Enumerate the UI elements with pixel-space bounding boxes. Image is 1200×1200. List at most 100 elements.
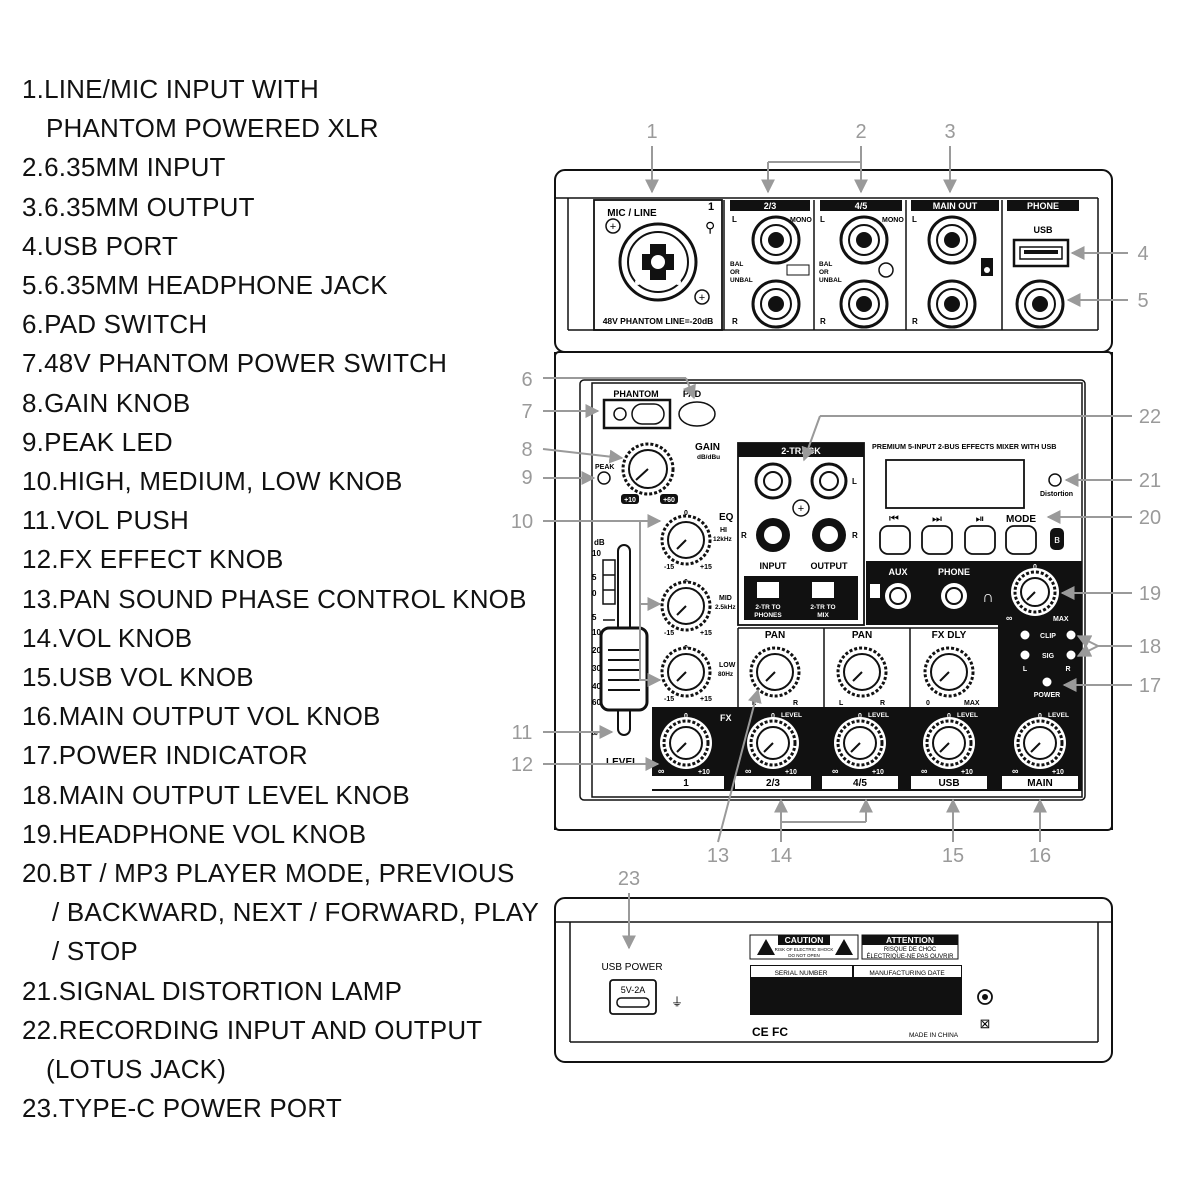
legend-item: 22.RECORDING INPUT AND OUTPUT xyxy=(22,1014,483,1045)
level-max-label: +10 xyxy=(1052,769,1064,776)
callout-11: 11 xyxy=(512,722,533,744)
previous-button[interactable] xyxy=(879,525,911,555)
svg-text:ʙ: ʙ xyxy=(1054,534,1060,546)
level-label: LEVEL xyxy=(868,712,889,719)
fx-level-knob xyxy=(660,717,712,769)
weee-icon: ⊠ xyxy=(980,1016,991,1031)
eq-max-label: +15 xyxy=(700,696,712,703)
vol-45-knob xyxy=(834,717,886,769)
back-panel: USB POWER 5V-2A ⏚ CAUTION RISK OF ELECTR… xyxy=(554,897,1113,1063)
lcd-display xyxy=(885,459,1025,509)
fx-dly-knob xyxy=(923,646,975,698)
fader-scale-tick: 10 xyxy=(592,628,601,637)
legend-item: 7.48V PHANTOM POWER SWITCH xyxy=(22,348,448,379)
legend-item: 13.PAN SOUND PHASE CONTROL KNOB xyxy=(22,583,527,614)
legend-item: 23.TYPE-C POWER PORT xyxy=(22,1093,342,1124)
eq-low-label: LOW xyxy=(719,662,736,669)
rear-or-label: OR xyxy=(819,269,829,276)
distortion-led xyxy=(1048,473,1062,487)
legend-item: 8.GAIN KNOB xyxy=(22,387,191,418)
callouts: 1 2 3 4 5 6 7 8 9 10 11 12 13 14 xyxy=(511,121,1161,950)
two-track-output-label: OUTPUT xyxy=(811,561,849,571)
svg-text:+: + xyxy=(699,292,705,304)
vol-23-knob xyxy=(747,717,799,769)
channel-label-box xyxy=(822,776,898,789)
power-label: POWER xyxy=(1034,692,1060,699)
fader-scale-tick: 5 xyxy=(592,573,597,582)
gain-knob xyxy=(621,442,675,496)
xlr-combo-jack: + + xyxy=(605,218,710,305)
jack-45-l xyxy=(839,215,889,265)
rear-mono-label: MONO xyxy=(790,217,812,224)
legend-item: 18.MAIN OUTPUT LEVEL KNOB xyxy=(22,779,410,810)
level-min-label: ∞ xyxy=(921,766,928,776)
mode-label: MODE xyxy=(1006,514,1036,525)
rear-panel: MIC / LINE 1 ⚲ + + 48V PHANTOM LINE=-20d… xyxy=(554,169,1113,830)
fader-level-label: LEVEL xyxy=(606,757,638,768)
peak-led xyxy=(597,471,611,485)
rear-bal-label: BAL xyxy=(730,261,743,268)
rear-unbal-label: UNBAL xyxy=(819,277,842,284)
channel-label-box xyxy=(648,776,724,789)
level-zero-label: 0 xyxy=(858,713,862,720)
usb-port xyxy=(1012,238,1070,268)
play-button[interactable] xyxy=(964,525,996,555)
jack-main-l xyxy=(927,215,977,265)
legend-item: 10.HIGH, MEDIUM, LOW KNOB xyxy=(22,466,403,497)
made-in-label: MADE IN CHINA xyxy=(909,1032,959,1039)
callout-7: 7 xyxy=(521,401,532,423)
caution-sub1: RISK OF ELECTRIC SHOCK xyxy=(775,947,834,952)
fader-scale-tick: 60 xyxy=(592,698,601,707)
fx-dly-min-label: 0 xyxy=(926,700,930,707)
level-max-label: +10 xyxy=(872,769,884,776)
svg-text:MIX: MIX xyxy=(817,612,829,619)
pan-r-label: R xyxy=(880,700,885,707)
eq-zero-label: 0 xyxy=(684,510,688,517)
eq-min-label: -15 xyxy=(664,630,674,637)
eq-label: EQ xyxy=(719,512,734,523)
next-button[interactable] xyxy=(921,525,953,555)
legend-item: 12.FX EFFECT KNOB xyxy=(22,544,284,575)
eq-hi-label: HI xyxy=(720,527,727,534)
level-zero-label: 0 xyxy=(947,713,951,720)
callout-5: 5 xyxy=(1137,290,1148,312)
headphone-icon: ∩ xyxy=(982,589,994,606)
legend-item: 20.BT / MP3 PLAYER MODE, PREVIOUS xyxy=(22,858,515,889)
callout-23: 23 xyxy=(618,868,640,890)
pan-l-label: L xyxy=(839,700,844,707)
headphone-jack xyxy=(1015,279,1065,329)
serial-number-label: SERIAL NUMBER xyxy=(775,970,828,977)
legend-item: 5.6.35MM HEADPHONE JACK xyxy=(22,270,388,301)
eq-min-label: -15 xyxy=(664,564,674,571)
tr-mix-switch xyxy=(812,582,834,598)
callout-21: 21 xyxy=(1139,470,1161,492)
usb-vol-knob xyxy=(923,717,975,769)
two-track-r-label: R xyxy=(852,531,858,540)
rear-ch1-label: 1 xyxy=(708,201,714,213)
phone-vol-zero-label: 0 xyxy=(1033,564,1037,571)
level-label: LEVEL xyxy=(957,712,978,719)
rear-main-out-label: MAIN OUT xyxy=(933,201,978,211)
legend-item-continuation: / STOP xyxy=(52,936,138,967)
callout-8: 8 xyxy=(521,439,532,461)
legend-item: 2.6.35MM INPUT xyxy=(22,152,226,183)
phone-vol-min-label: ∞ xyxy=(1006,613,1013,623)
rear-r-label: R xyxy=(820,317,826,326)
disc-icon xyxy=(878,262,894,278)
channel-label-box xyxy=(735,776,811,789)
two-track-r-label: R xyxy=(741,531,747,540)
callout-10: 10 xyxy=(511,511,533,533)
eq-hi-freq-label: 12kHz xyxy=(713,536,733,543)
mode-button[interactable] xyxy=(1005,525,1037,555)
callout-14: 14 xyxy=(770,845,792,867)
attention-sub1: RISQUE DE CHOC xyxy=(884,947,937,953)
svg-text:+: + xyxy=(610,221,616,233)
pan-23-knob xyxy=(749,646,801,698)
channel-label: 2/3 xyxy=(766,778,780,789)
rear-r-label: R xyxy=(912,317,918,326)
ce-fc-mark: CE FC xyxy=(752,1025,788,1039)
legend-item: 15.USB VOL KNOB xyxy=(22,662,254,693)
phantom-note: 48V PHANTOM LINE=-20dB xyxy=(603,316,714,326)
